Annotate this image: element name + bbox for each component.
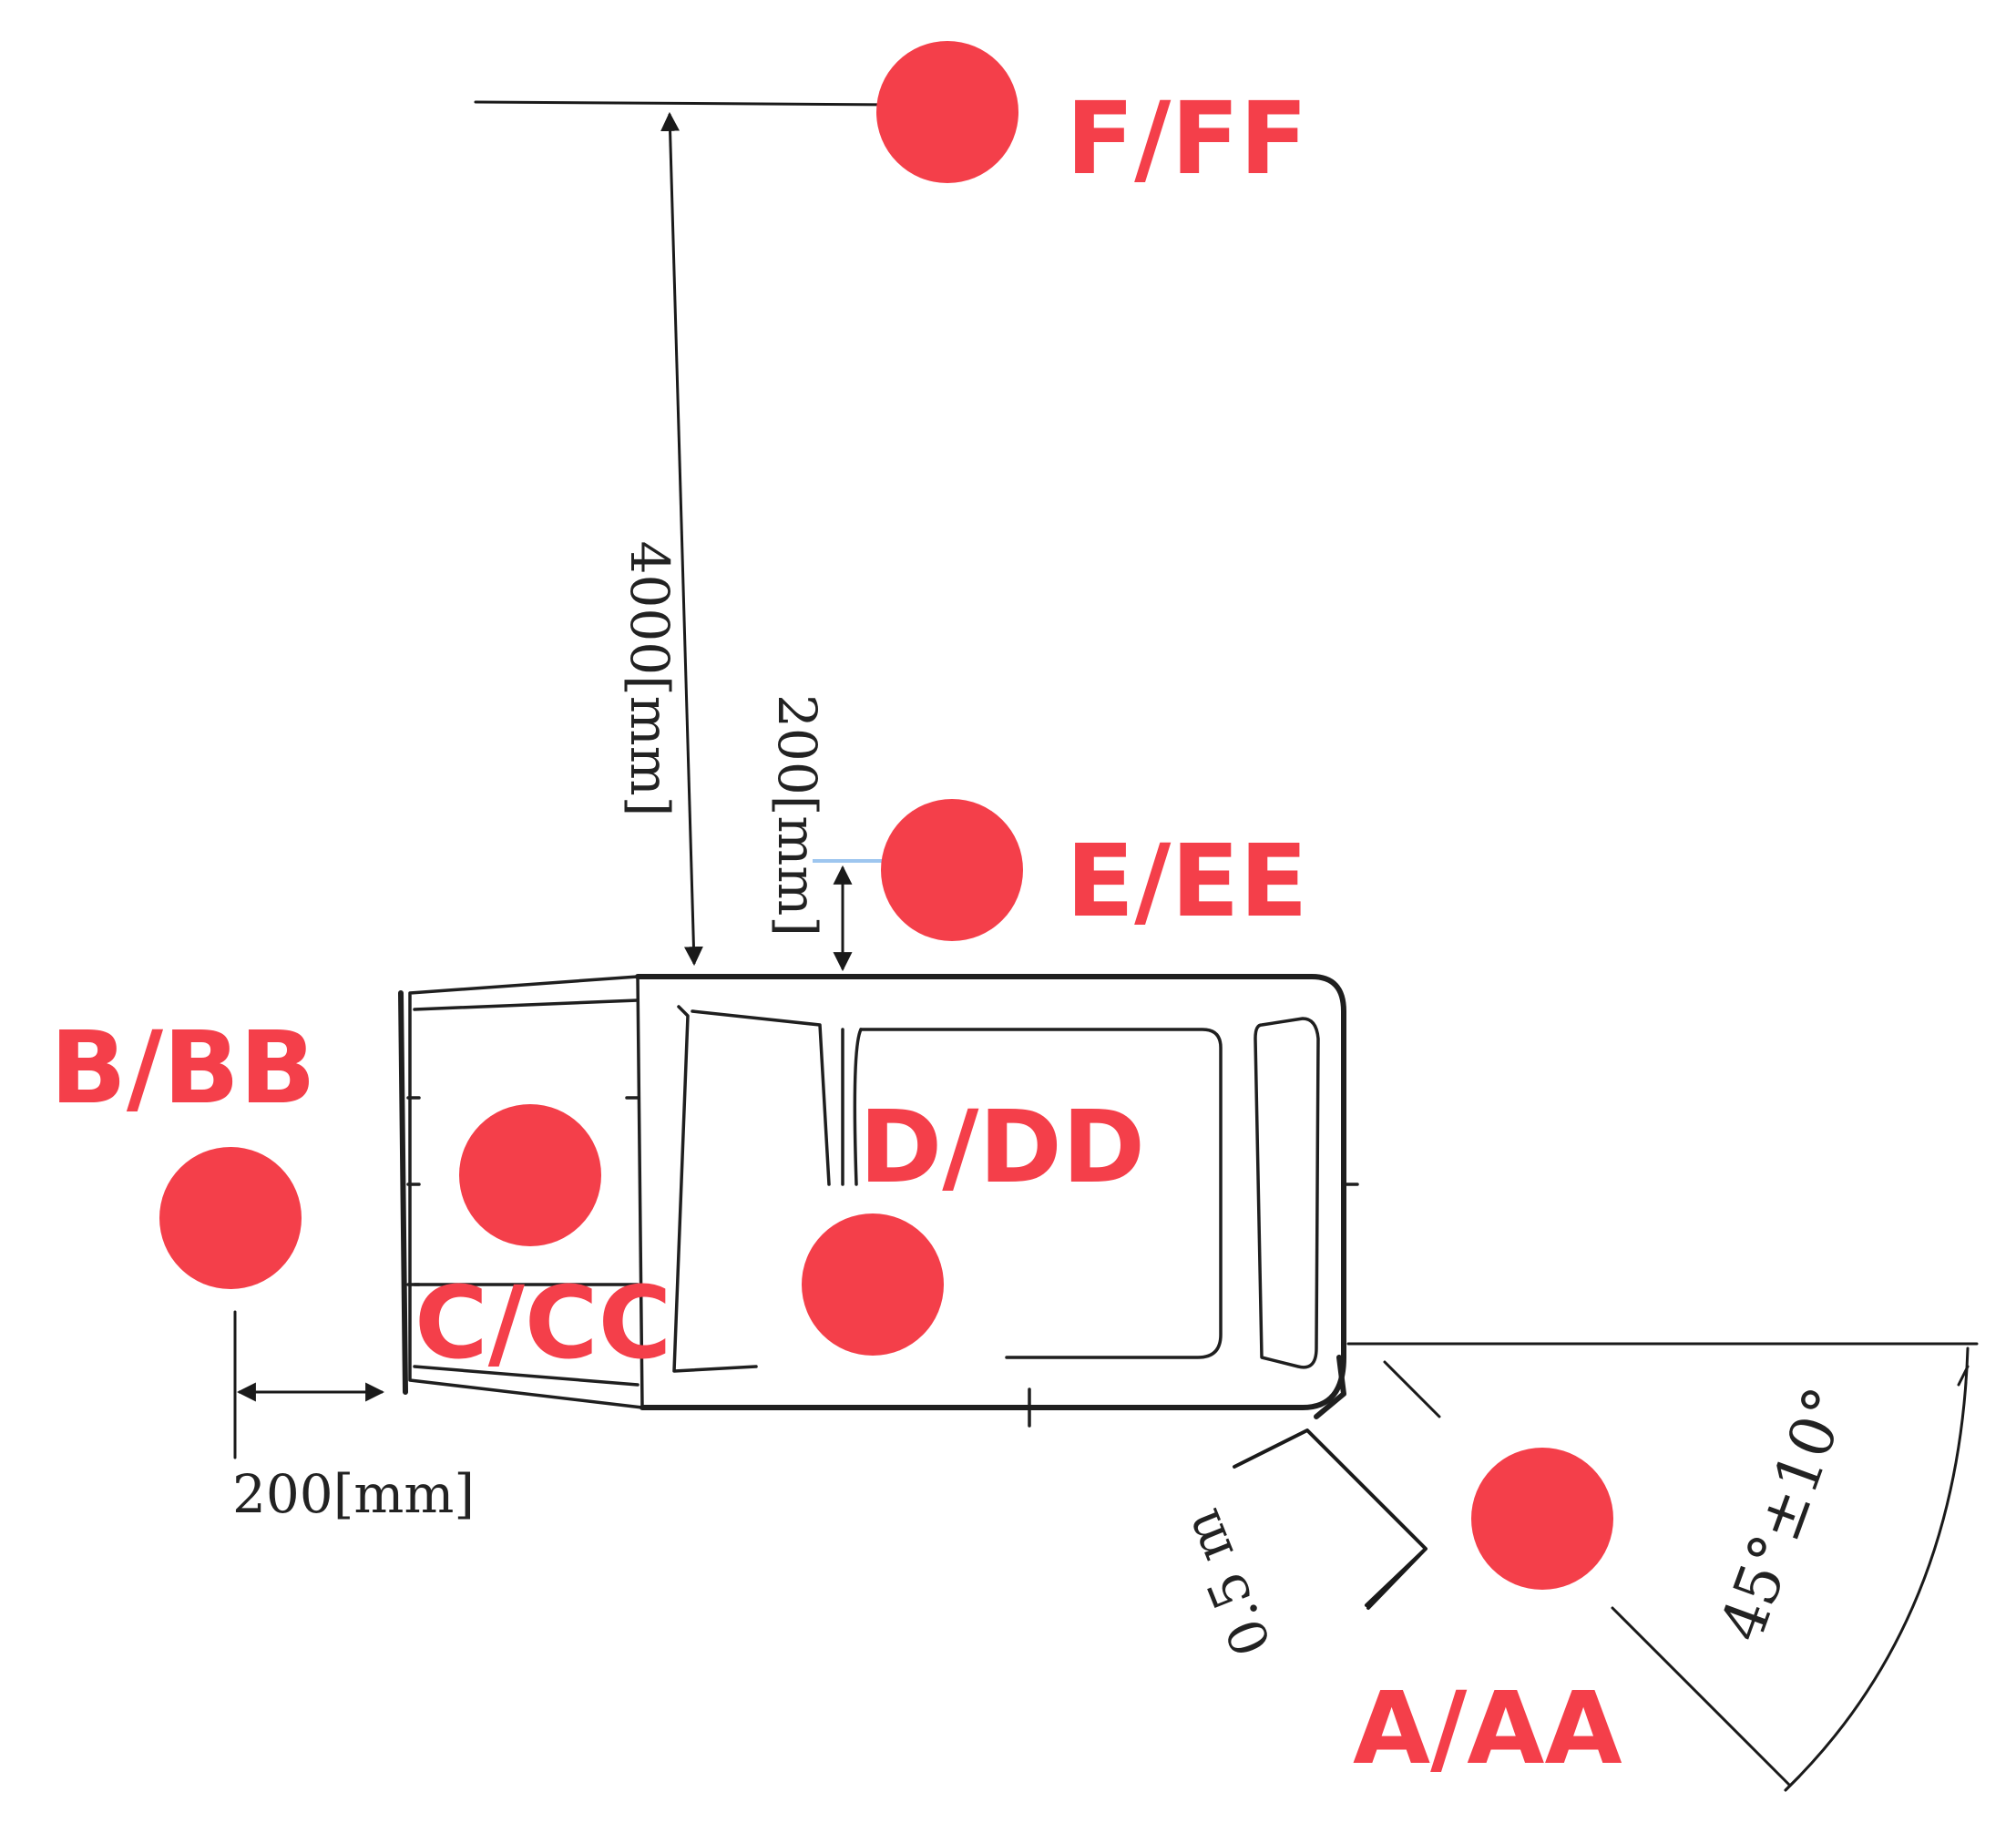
label-front-200mm: 200[mm] [232, 1463, 475, 1525]
vehicle-outline [398, 974, 1359, 1428]
point-d-label: D/DD [859, 1089, 1145, 1205]
point-e-label: E/EE [1066, 823, 1308, 939]
point-b-label: B/BB [50, 1009, 316, 1126]
point-e: E/EE [881, 799, 1308, 941]
point-f-marker [876, 41, 1018, 183]
point-c-marker [459, 1104, 601, 1246]
label-angle: 45°±10° [1706, 1378, 1862, 1650]
point-b-marker [159, 1147, 302, 1289]
dimension-bracket-half-metre [1233, 1428, 1428, 1610]
diagonal-line-short [1383, 1360, 1441, 1418]
point-d-marker [802, 1213, 944, 1356]
point-c: C/CC [414, 1104, 671, 1381]
arc-ticks [1784, 1365, 1970, 1792]
point-a: A/AA [1353, 1448, 1622, 1787]
diagonal-line [1611, 1606, 1792, 1787]
dimension-line-4000 [660, 111, 703, 967]
point-e-marker [881, 799, 1023, 941]
angle-arc [1784, 1346, 1970, 1792]
point-b: B/BB [50, 1009, 316, 1289]
label-roof-200mm: 200[mm] [766, 694, 828, 937]
label-4000mm: 4000[mm] [619, 541, 681, 817]
point-f-label: F/FF [1066, 80, 1308, 197]
point-c-label: C/CC [414, 1265, 671, 1381]
point-a-marker [1471, 1448, 1613, 1590]
point-a-label: A/AA [1353, 1670, 1622, 1787]
reference-line-top [474, 100, 899, 107]
point-f: F/FF [876, 41, 1308, 197]
label-half-metre: 0.5 m [1170, 1501, 1284, 1664]
point-d: D/DD [802, 1089, 1145, 1356]
